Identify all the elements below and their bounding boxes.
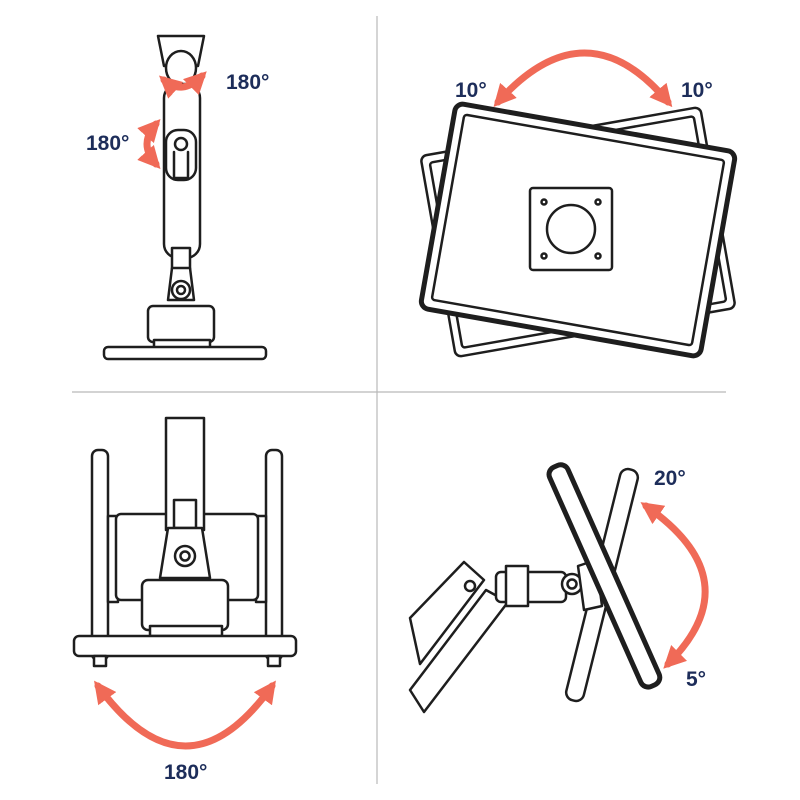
base-swivel-arrow xyxy=(94,680,276,750)
tilt-back-label: 5° xyxy=(686,668,706,691)
tilt-head-collar xyxy=(504,564,530,608)
left-monitor-edge xyxy=(90,448,110,662)
grid-dividers xyxy=(72,16,726,784)
tilt-monitor-front xyxy=(546,462,663,690)
vesa-screw-1 xyxy=(540,198,548,206)
panel-bottom-right-tilt: 20° 5° xyxy=(408,462,709,714)
base-leg-left xyxy=(92,654,108,668)
vesa-screw-4 xyxy=(594,252,602,260)
top-swivel-knob xyxy=(164,49,198,87)
panel-top-right-monitor-rotation: 10° 10° xyxy=(418,49,738,359)
pivot-swivel-arrow xyxy=(137,119,161,169)
base-leg-right xyxy=(266,654,282,668)
pivot-swivel-angle-label: 180° xyxy=(86,132,129,155)
vesa-plate xyxy=(528,186,614,272)
top-swivel-arrow xyxy=(158,71,207,99)
clamp-body xyxy=(140,578,230,632)
panel-bottom-left-base-swivel: 180° xyxy=(72,416,298,784)
top-swivel-angle-label: 180° xyxy=(226,71,269,94)
lower-joint xyxy=(170,246,192,272)
pivot-slot xyxy=(172,150,190,180)
vesa-screw-3 xyxy=(540,252,548,260)
arm-collar xyxy=(172,498,198,530)
arm-bolt xyxy=(463,579,477,593)
desk-base xyxy=(102,345,268,361)
front-panel xyxy=(546,462,663,690)
rotation-left-label: 10° xyxy=(455,79,487,102)
vesa-center-hole xyxy=(545,203,597,255)
tilt-forward-label: 20° xyxy=(654,467,686,490)
base-plate xyxy=(72,634,298,658)
rotation-arrow xyxy=(493,49,673,108)
tilt-hinge-inner xyxy=(566,578,578,590)
clamp-foot-back xyxy=(148,624,224,638)
center-bolt-inner xyxy=(179,550,191,562)
rotation-right-label: 10° xyxy=(681,79,713,102)
vesa-screw-2 xyxy=(594,198,602,206)
tilt-arrow xyxy=(640,502,709,669)
base-swivel-angle-label: 180° xyxy=(164,761,207,784)
panel-top-left-arm-side-view: 180° 180° xyxy=(86,34,269,361)
right-monitor-edge xyxy=(264,448,284,662)
pivot-bolt xyxy=(173,136,189,152)
lower-bolt-inner xyxy=(175,284,187,296)
clamp-block xyxy=(146,304,216,344)
